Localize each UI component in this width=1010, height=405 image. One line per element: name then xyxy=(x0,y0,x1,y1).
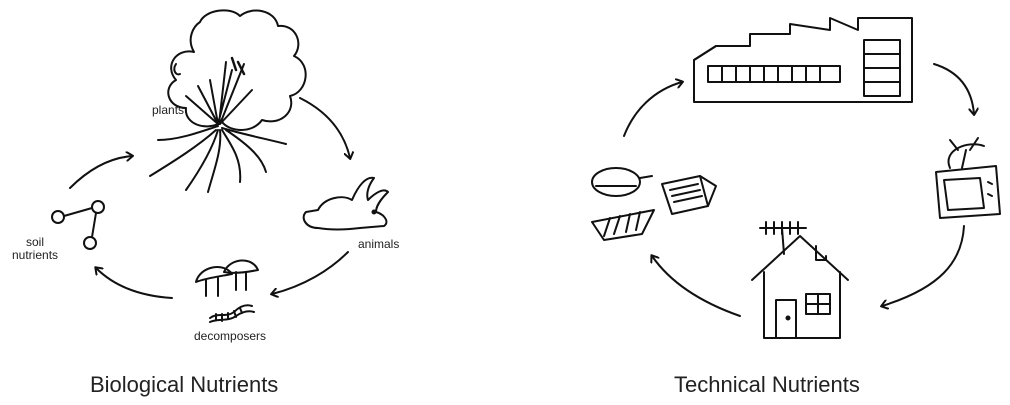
tech-arrow-goods-to-factory xyxy=(624,82,682,136)
tech-arrow-tv-to-house xyxy=(882,226,964,306)
mushroom-drawing xyxy=(196,260,258,296)
tech-arrow-factory-to-tv xyxy=(934,64,974,114)
label-plants: plants xyxy=(152,104,184,117)
goods-pile-drawing xyxy=(592,168,716,240)
bio-arrow-plants-to-animals xyxy=(300,98,350,158)
bio-arrow-decomposers-to-soil xyxy=(96,268,172,298)
molecule-drawing xyxy=(52,201,104,249)
biological-cycle xyxy=(52,10,388,322)
bio-arrow-animals-to-decomposers xyxy=(272,252,348,294)
label-soil-nutrients: soil nutrients xyxy=(12,236,58,262)
factory-drawing xyxy=(694,18,912,102)
tech-arrow-house-to-goods xyxy=(652,256,740,316)
worm-drawing xyxy=(210,305,254,322)
tree-roots xyxy=(150,126,286,192)
rabbit-drawing xyxy=(304,178,388,230)
tv-drawing xyxy=(936,138,1000,218)
house-drawing xyxy=(752,222,848,338)
label-soil-line2: nutrients xyxy=(12,249,58,262)
tree-drawing xyxy=(150,10,306,192)
bio-arrow-soil-to-plants xyxy=(70,156,132,188)
caption-technical-nutrients: Technical Nutrients xyxy=(674,372,860,398)
label-animals: animals xyxy=(358,238,399,251)
caption-biological-nutrients: Biological Nutrients xyxy=(90,372,278,398)
label-decomposers: decomposers xyxy=(194,330,266,343)
technical-cycle xyxy=(592,18,1000,338)
